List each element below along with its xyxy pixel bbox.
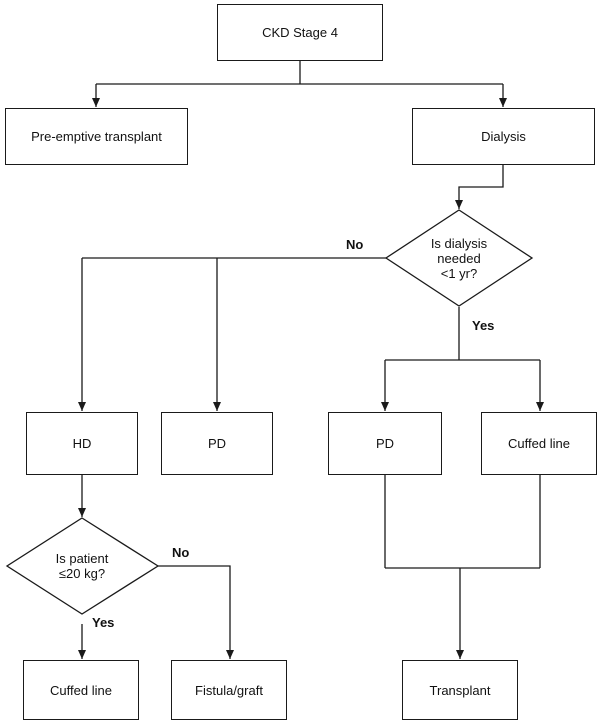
dialysis-question-label: Is dialysis needed <1 yr? [404, 232, 514, 284]
connector-ckd-split [96, 61, 503, 85]
patient-question-line-1: Is patient [55, 551, 109, 566]
dialysis-no-label: No [346, 237, 364, 252]
patient-question-label: Is patient ≤20 kg? [27, 546, 137, 586]
dialysis-question-diamond [384, 209, 534, 307]
patient-yes-label: Yes [92, 615, 115, 630]
patient-question-line-2: ≤20 kg? [58, 566, 106, 581]
dialysis-question-line-2: needed [437, 250, 481, 266]
fistula-graft-node: Fistula/graft [171, 660, 287, 720]
connector-merge-transplant [384, 475, 541, 569]
pd-left-node: PD [161, 412, 273, 475]
preemptive-transplant-node: Pre-emptive transplant [5, 108, 188, 165]
arrow-to-fistula [158, 565, 234, 659]
dialysis-question-line-3: <1 yr? [440, 265, 478, 281]
cuffed-line-top-node: Cuffed line [481, 412, 597, 475]
pd-right-node: PD [328, 412, 442, 475]
dialysis-yes-label: Yes [472, 318, 495, 333]
dialysis-question-line-1: Is dialysis [430, 235, 488, 251]
ckd-stage-4-node: CKD Stage 4 [217, 4, 383, 61]
arrow-dialysis-to-question [455, 165, 504, 209]
patient-no-label: No [172, 545, 190, 560]
connector-dialysis-yes [385, 307, 540, 361]
transplant-node: Transplant [402, 660, 518, 720]
hd-node: HD [26, 412, 138, 475]
cuffed-line-bottom-node: Cuffed line [23, 660, 139, 720]
dialysis-node: Dialysis [412, 108, 595, 165]
patient-question-diamond [5, 517, 160, 615]
